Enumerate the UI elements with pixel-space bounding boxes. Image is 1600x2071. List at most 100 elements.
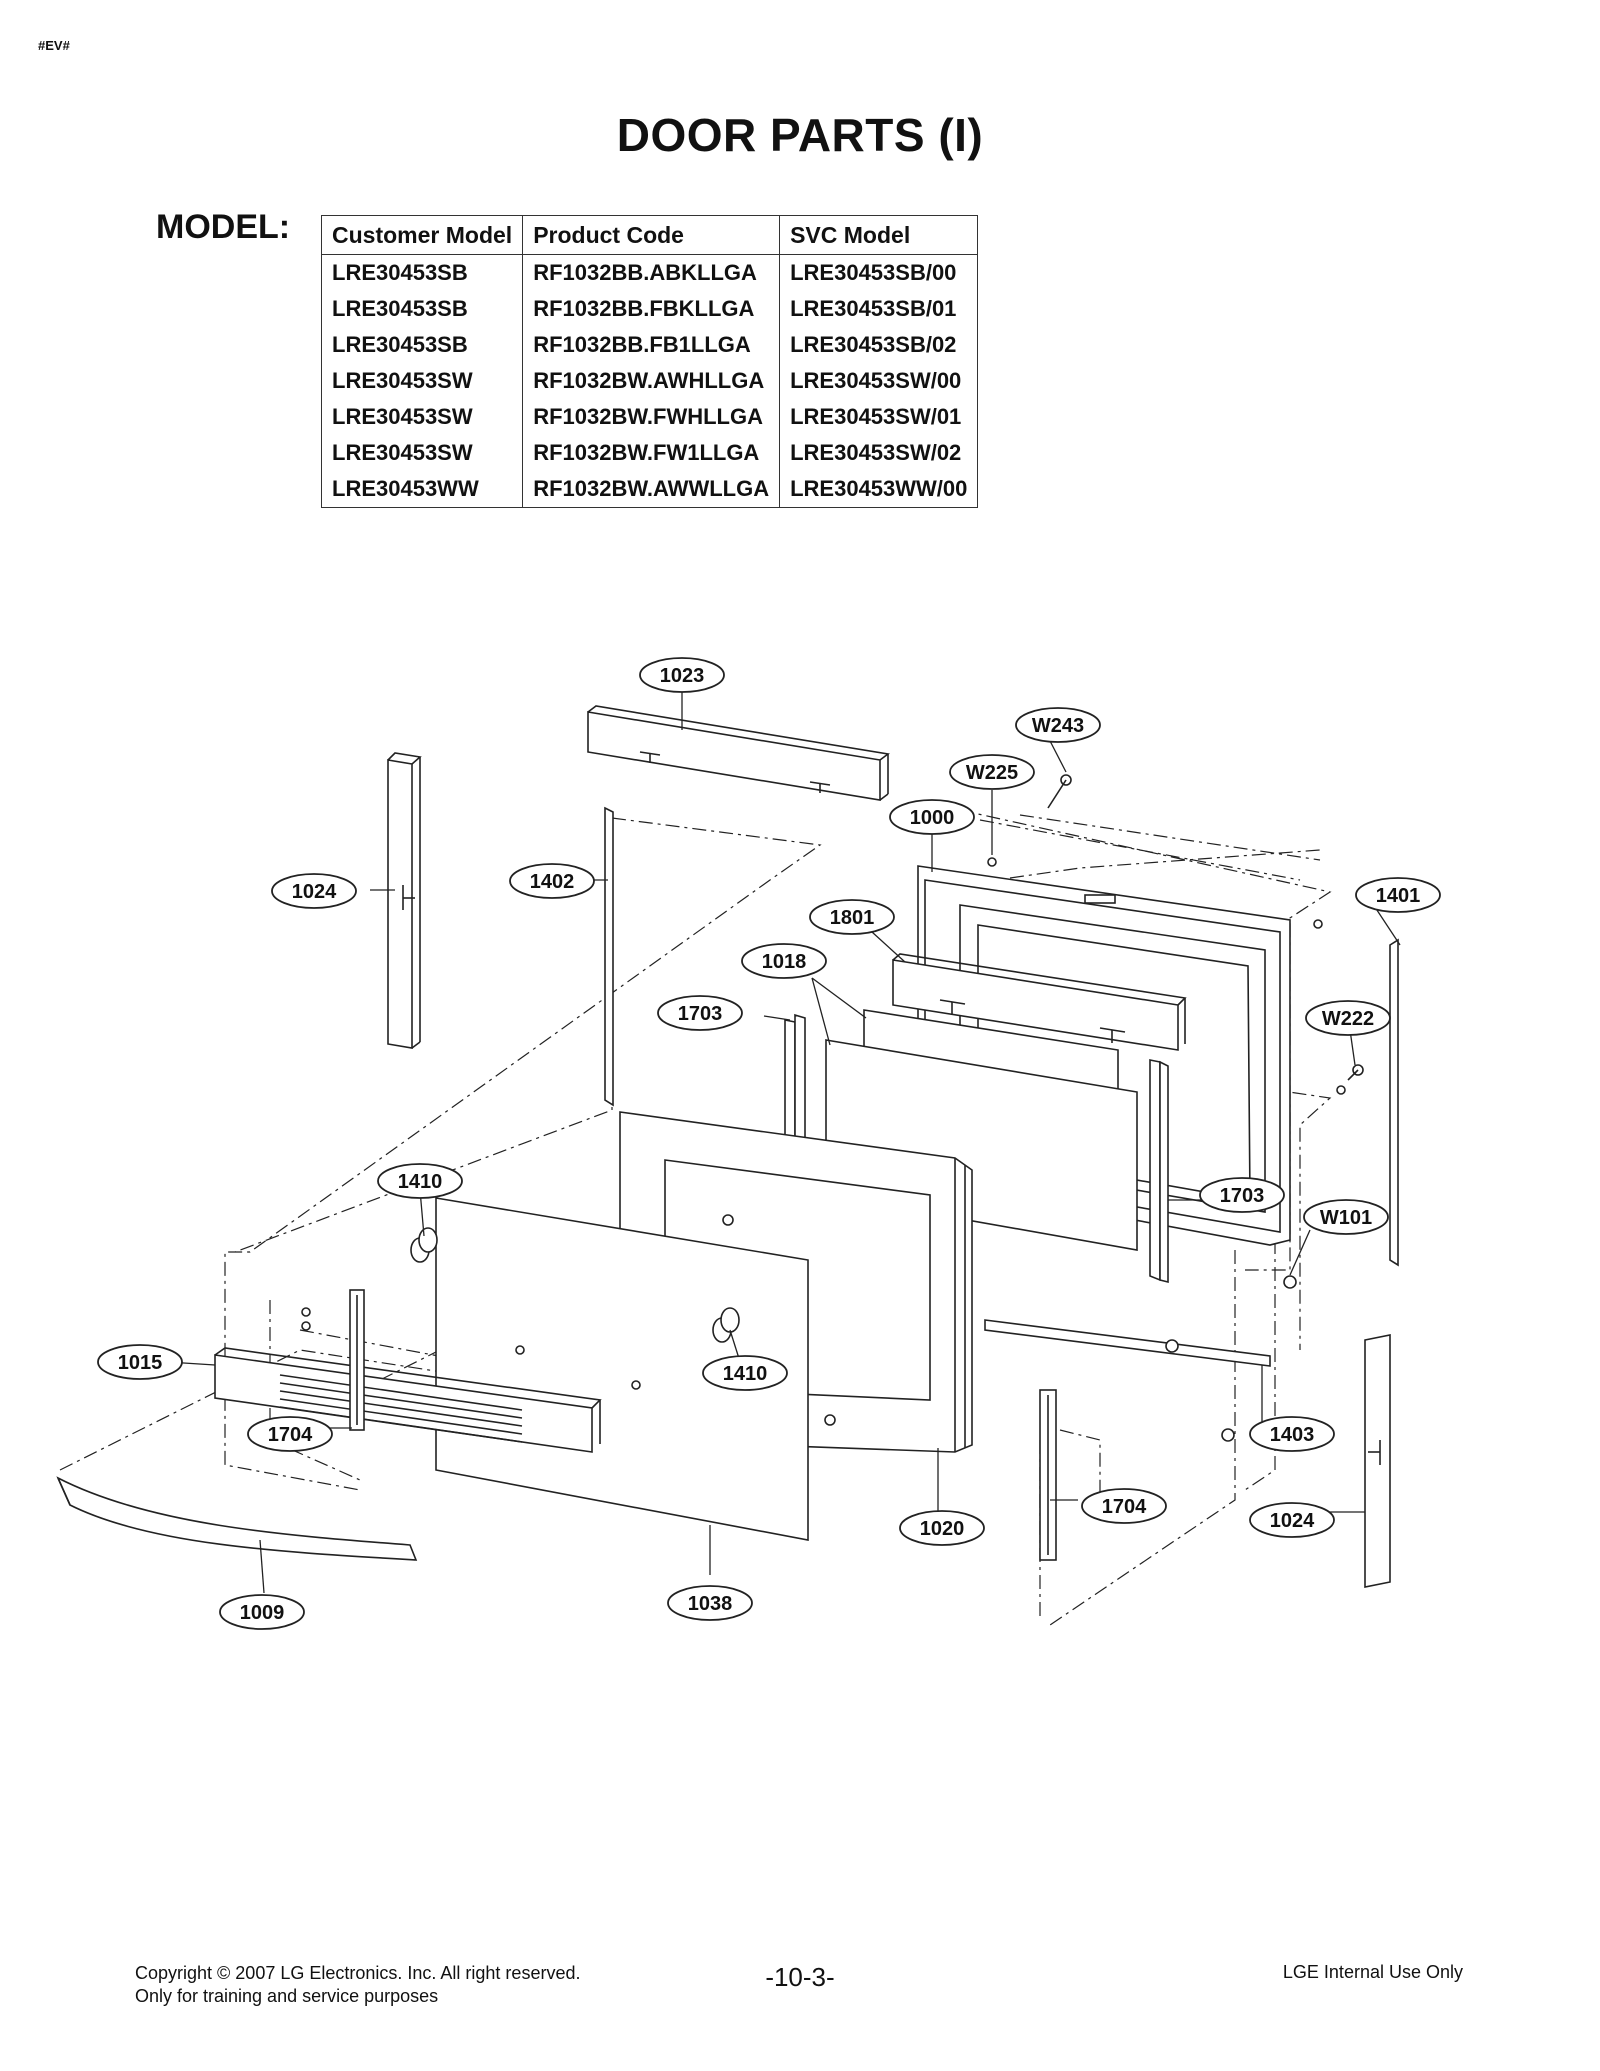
- callout-1402: 1402: [509, 863, 595, 899]
- svg-text:1403: 1403: [1270, 1424, 1315, 1446]
- bracket-1801: [892, 953, 1187, 1051]
- cell-customer-model: LRE30453SB: [320, 291, 524, 327]
- side-trim-1024-right: [1364, 1334, 1391, 1588]
- column-header: SVC Model: [779, 215, 979, 255]
- cell-product-code: RF1032BB.FBKLLGA: [522, 291, 781, 327]
- cell-product-code: RF1032BW.FWHLLGA: [522, 399, 781, 435]
- callout-w101: W101: [1303, 1199, 1389, 1235]
- cell-customer-model: LRE30453SW: [320, 399, 524, 435]
- model-label: MODEL:: [156, 208, 291, 246]
- svg-text:W222: W222: [1322, 1008, 1374, 1030]
- cell-customer-model: LRE30453WW: [320, 471, 524, 508]
- svg-text:1401: 1401: [1376, 885, 1421, 907]
- callout-w225: W225: [949, 754, 1035, 790]
- cell-customer-model: LRE30453SW: [320, 363, 524, 399]
- svg-text:1703: 1703: [1220, 1185, 1265, 1207]
- part-callouts: 1023 W243 W225 1000 1024 1402 1801 1401 …: [97, 657, 1441, 1630]
- footer-left: Copyright © 2007 LG Electronics. Inc. Al…: [135, 1962, 580, 2008]
- hinge-1704-right: [1039, 1389, 1057, 1561]
- callout-1023: 1023: [639, 657, 725, 693]
- callout-1024: 1024: [271, 873, 357, 909]
- cell-customer-model: LRE30453SW: [320, 435, 524, 471]
- panel-1401: [1389, 938, 1399, 1267]
- vent-panel-1015: [214, 1347, 602, 1453]
- purpose-text: Only for training and service purposes: [135, 1986, 439, 2006]
- cell-svc-model: LRE30453SW/02: [779, 435, 979, 471]
- callout-1410: 1410: [702, 1355, 788, 1391]
- svg-text:1402: 1402: [530, 871, 575, 893]
- svg-text:1024: 1024: [292, 881, 337, 903]
- outer-glass-1038: [435, 1197, 809, 1541]
- callout-1020: 1020: [899, 1510, 985, 1546]
- svg-text:W101: W101: [1320, 1207, 1372, 1229]
- callout-1000: 1000: [889, 799, 975, 835]
- callout-1403: 1403: [1249, 1416, 1335, 1452]
- model-table: Customer Model Product Code SVC Model LR…: [320, 215, 979, 508]
- cell-svc-model: LRE30453WW/00: [779, 471, 979, 508]
- side-trim-1024-left: [387, 752, 422, 1049]
- callout-1703: 1703: [1199, 1177, 1285, 1213]
- callout-w243: W243: [1015, 707, 1101, 743]
- callout-1704: 1704: [1081, 1488, 1167, 1524]
- callout-1801: 1801: [809, 899, 895, 935]
- svg-text:W225: W225: [966, 762, 1018, 784]
- svg-text:W243: W243: [1032, 715, 1084, 737]
- column-header: Customer Model: [320, 215, 524, 255]
- svg-text:1038: 1038: [688, 1593, 733, 1615]
- svg-text:1410: 1410: [723, 1363, 768, 1385]
- handle-1009: [56, 1476, 418, 1561]
- callout-w222: W222: [1305, 1000, 1391, 1036]
- svg-text:1009: 1009: [240, 1602, 285, 1624]
- page-title: DOOR PARTS (I): [616, 109, 984, 161]
- callout-1401: 1401: [1355, 877, 1441, 913]
- copyright-text: Copyright © 2007 LG Electronics. Inc. Al…: [135, 1963, 581, 1983]
- svg-text:1020: 1020: [920, 1518, 965, 1540]
- svg-text:1703: 1703: [678, 1003, 723, 1025]
- panel-1402: [604, 806, 614, 1107]
- callout-1018: 1018: [741, 943, 827, 979]
- callout-1024: 1024: [1249, 1502, 1335, 1538]
- svg-text:1024: 1024: [1270, 1510, 1315, 1532]
- top-trim-1023: [587, 705, 890, 801]
- cell-svc-model: LRE30453SB/00: [779, 254, 979, 291]
- svg-text:1023: 1023: [660, 665, 705, 687]
- callout-1703: 1703: [657, 995, 743, 1031]
- cell-svc-model: LRE30453SB/02: [779, 327, 979, 363]
- bracket-1703-right: [1149, 1059, 1169, 1284]
- svg-text:1018: 1018: [762, 951, 807, 973]
- cell-svc-model: LRE30453SW/00: [779, 363, 979, 399]
- cell-product-code: RF1032BW.AWHLLGA: [522, 363, 781, 399]
- cell-svc-model: LRE30453SW/01: [779, 399, 979, 435]
- callout-1410: 1410: [377, 1163, 463, 1199]
- svg-text:1015: 1015: [118, 1352, 163, 1374]
- channel-1403: [984, 1319, 1271, 1367]
- callout-1015: 1015: [97, 1344, 183, 1380]
- internal-use-notice: LGE Internal Use Only: [1282, 1962, 1463, 1982]
- hinge-1704-left: [349, 1289, 365, 1431]
- cell-product-code: RF1032BB.ABKLLGA: [522, 254, 781, 291]
- svg-text:1410: 1410: [398, 1171, 443, 1193]
- cell-customer-model: LRE30453SB: [320, 254, 524, 291]
- document-tag: #EV#: [38, 38, 70, 53]
- svg-text:1704: 1704: [1102, 1496, 1147, 1518]
- cell-product-code: RF1032BW.FW1LLGA: [522, 435, 781, 471]
- screw-fasteners: [301, 774, 1364, 1442]
- cell-customer-model: LRE30453SB: [320, 327, 524, 363]
- callout-1038: 1038: [667, 1585, 753, 1621]
- svg-text:1000: 1000: [910, 807, 955, 829]
- table-header-row: Customer Model Product Code SVC Model: [320, 215, 979, 255]
- column-header: Product Code: [522, 215, 781, 255]
- cell-svc-model: LRE30453SB/01: [779, 291, 979, 327]
- page-number: -10-3-: [765, 1962, 835, 1992]
- svg-text:1801: 1801: [830, 907, 875, 929]
- callout-1704: 1704: [247, 1416, 333, 1452]
- cell-product-code: RF1032BB.FB1LLGA: [522, 327, 781, 363]
